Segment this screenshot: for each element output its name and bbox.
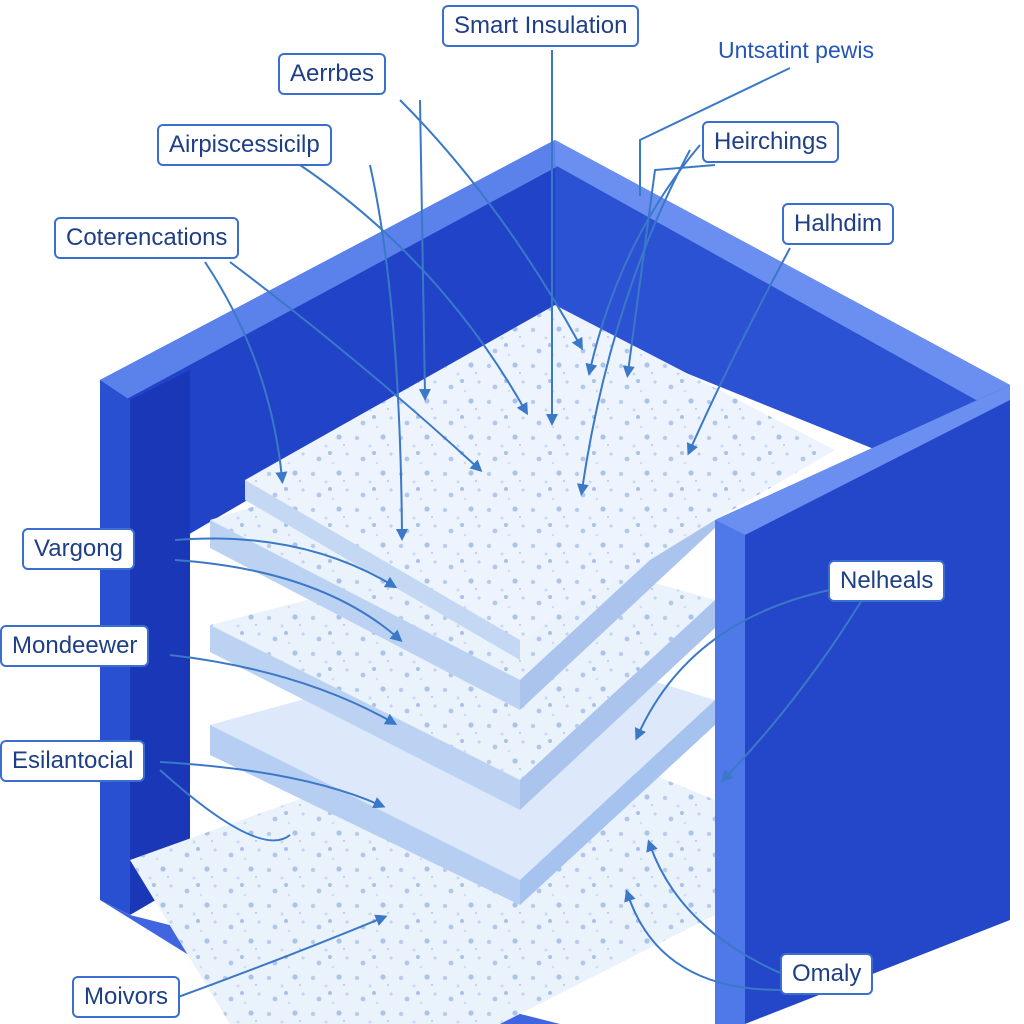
label-untsatint-pewis: Untsatint pewis xyxy=(718,37,874,63)
leader-untsat xyxy=(639,67,791,196)
leader-aerrbes-a xyxy=(399,99,583,351)
leader-monde xyxy=(169,654,398,725)
wall-rim-right xyxy=(555,140,1010,405)
wall-rim-top xyxy=(100,140,560,400)
label-airpiscessicilp: Airpiscessicilp xyxy=(157,124,332,166)
label-esilantocial: Esilantocial xyxy=(0,740,146,782)
label-halhdim: Halhdim xyxy=(782,203,895,245)
leader-lines xyxy=(159,50,863,1001)
label-heirchings: Heirchings xyxy=(702,121,840,163)
leader-heir-c xyxy=(576,149,691,496)
label-vargong: Vargong xyxy=(22,528,135,570)
leader-halh xyxy=(686,247,791,456)
leader-coter-a xyxy=(204,261,288,484)
leader-aerrbes-b xyxy=(418,99,431,401)
leader-airpis-b xyxy=(369,164,408,541)
leader-esil xyxy=(159,761,386,809)
back-wall-right xyxy=(555,140,1010,500)
label-mondeewer: Mondeewer xyxy=(0,625,150,667)
back-wall-left xyxy=(100,140,555,560)
leader-omaly-b xyxy=(624,889,781,991)
layer-1-front xyxy=(245,480,520,660)
label-nelheals: Nelheals xyxy=(828,560,946,602)
label-coterencations: Coterencations xyxy=(54,217,240,259)
layer-2-right xyxy=(520,500,715,710)
leader-nelh-a xyxy=(635,589,831,741)
leader-omaly-a xyxy=(646,839,786,976)
insulation-layers xyxy=(130,305,835,1024)
layer-3-front xyxy=(210,625,520,810)
label-omaly: Omaly xyxy=(780,953,874,995)
leader-moiv xyxy=(169,914,388,1001)
label-aerrbes: Aerrbes xyxy=(278,53,387,95)
front-pillar-face xyxy=(715,385,1010,1024)
layer-2-front xyxy=(210,520,520,710)
leader-varg-a xyxy=(174,537,398,589)
leader-nelh-b xyxy=(720,599,863,783)
leader-heir-a xyxy=(622,164,716,378)
leader-airpis-a xyxy=(299,164,528,416)
front-pillar-top xyxy=(715,385,1010,535)
leader-esil-b xyxy=(159,769,291,842)
leader-coter-b xyxy=(229,261,483,473)
layer-4-right xyxy=(520,700,715,905)
layer-3-right xyxy=(520,600,715,810)
leader-varg-b xyxy=(174,559,403,642)
label-moivors: Moivors xyxy=(72,976,181,1018)
layer-4-front xyxy=(210,725,520,905)
layer-1-foam xyxy=(245,305,835,640)
label-smart-insulation: Smart Insulation xyxy=(442,5,640,47)
left-wall-inner xyxy=(130,370,190,915)
